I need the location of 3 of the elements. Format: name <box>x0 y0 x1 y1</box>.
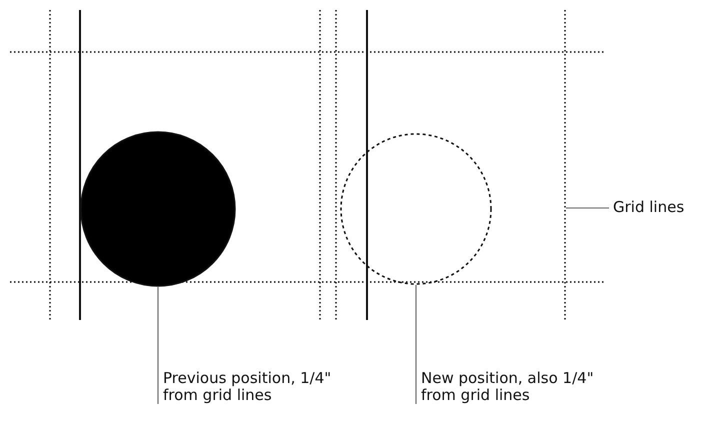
callout-text: New position, also 1/4" from grid lines <box>421 370 601 404</box>
callout-text: Grid lines <box>613 199 713 216</box>
callout-text: Previous position, 1/4" from grid lines <box>163 370 333 404</box>
